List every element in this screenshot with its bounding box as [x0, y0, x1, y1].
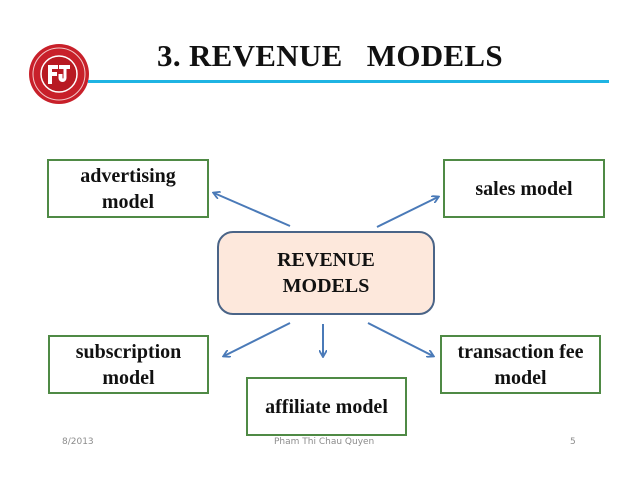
- footer-author: Pham Thi Chau Quyen: [274, 437, 375, 447]
- arrow-to-subscription-icon: [224, 322, 291, 356]
- transaction-fee-model-node: transaction fee model: [440, 335, 601, 394]
- node-label: advertising: [80, 164, 176, 187]
- node-label: sales model: [475, 177, 573, 200]
- arrow-to-advertising-icon: [214, 193, 291, 227]
- node-label: model: [494, 366, 547, 389]
- node-label: transaction fee: [457, 340, 584, 363]
- revenue-models-center-node: REVENUE MODELS: [217, 231, 435, 315]
- node-label: affiliate model: [265, 395, 388, 418]
- title-underline: [88, 80, 609, 83]
- node-label: model: [101, 190, 155, 213]
- sales-model-node: sales model: [443, 159, 605, 218]
- advertising-model-node: advertising model: [47, 159, 209, 218]
- node-label: model: [102, 366, 155, 389]
- center-label: REVENUE: [277, 249, 375, 271]
- node-label: subscription: [75, 340, 182, 363]
- subscription-model-node: subscription model: [48, 335, 209, 394]
- footer-date: 8/2013: [62, 437, 94, 447]
- university-logo-icon: [29, 44, 89, 104]
- slide-title: 3. REVENUE MODELS: [157, 38, 503, 73]
- center-label: MODELS: [282, 275, 370, 297]
- affiliate-model-node: affiliate model: [246, 377, 407, 436]
- footer-page-number: 5: [570, 437, 576, 447]
- arrow-to-sales-icon: [376, 197, 438, 228]
- arrow-to-transaction-icon: [367, 322, 433, 356]
